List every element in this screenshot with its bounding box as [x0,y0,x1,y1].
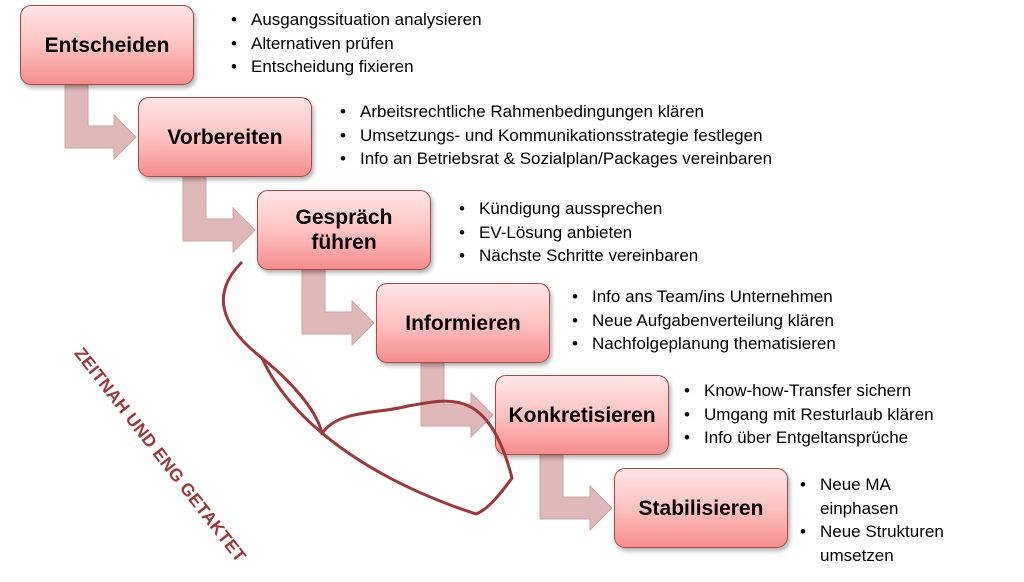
bullet-item: Neue Aufgabenverteilung klären [572,309,892,333]
bullet-item: Neue MA einphasen [800,473,1000,520]
step-label: Gespräch führen [295,206,393,254]
step-2-bullet-list: Arbeitsrechtliche Rahmenbedingungen klär… [340,100,800,171]
step-4-bullet-list: Info ans Team/ins UnternehmenNeue Aufgab… [572,285,892,356]
step-box-1: Entscheiden [20,5,194,85]
bullet-item: Ausgangssituation analysieren [231,8,531,32]
bullet-item: Info ans Team/ins Unternehmen [572,285,892,309]
step-3-bullet-list: Kündigung aussprechenEV-Lösung anbietenN… [459,197,759,268]
bullet-item: Entscheidung fixieren [231,55,531,79]
step-label: Stabilisieren [638,496,764,520]
bullet-item: Arbeitsrechtliche Rahmenbedingungen klär… [340,100,800,124]
bullet-item: Alternativen prüfen [231,32,531,56]
step-1-bullet-list: Ausgangssituation analysierenAlternative… [231,8,531,79]
step-box-6: Stabilisieren [614,468,788,548]
step-label: Vorbereiten [167,125,283,149]
bullet-item: Neue Strukturen umsetzen [800,520,1000,567]
connector-arrow-5 [539,454,613,532]
bullet-item: EV-Lösung anbieten [459,221,759,245]
bullet-item: Know-how-Transfer sichern [684,379,984,403]
connector-arrow-2 [182,176,256,254]
connector-arrow-4 [420,362,494,439]
step-box-2: Vorbereiten [138,97,312,177]
step-box-4: Informieren [376,283,550,363]
connector-arrow-1 [64,84,137,161]
step-label: Entscheiden [44,33,170,57]
step-box-3: Gespräch führen [257,190,431,270]
bullet-item: Umgang mit Resturlaub klären [684,403,984,427]
bullet-item: Nächste Schritte vereinbaren [459,244,759,268]
bullet-item: Info an Betriebsrat & Sozialplan/Package… [340,147,800,171]
step-6-bullet-list: Neue MA einphasenNeue Strukturen umsetze… [800,473,1000,567]
connector-arrow-3 [301,269,375,347]
bullet-item: Umsetzungs- und Kommunikationsstrategie … [340,124,800,148]
bullet-item: Kündigung aussprechen [459,197,759,221]
step-label: Informieren [405,311,521,335]
bullet-item: Nachfolgeplanung thematisieren [572,332,892,356]
step-label: Konkretisieren [508,403,656,427]
step-box-5: Konkretisieren [495,375,669,455]
bullet-item: Info über Entgeltansprüche [684,426,984,450]
step-5-bullet-list: Know-how-Transfer sichernUmgang mit Rest… [684,379,984,450]
